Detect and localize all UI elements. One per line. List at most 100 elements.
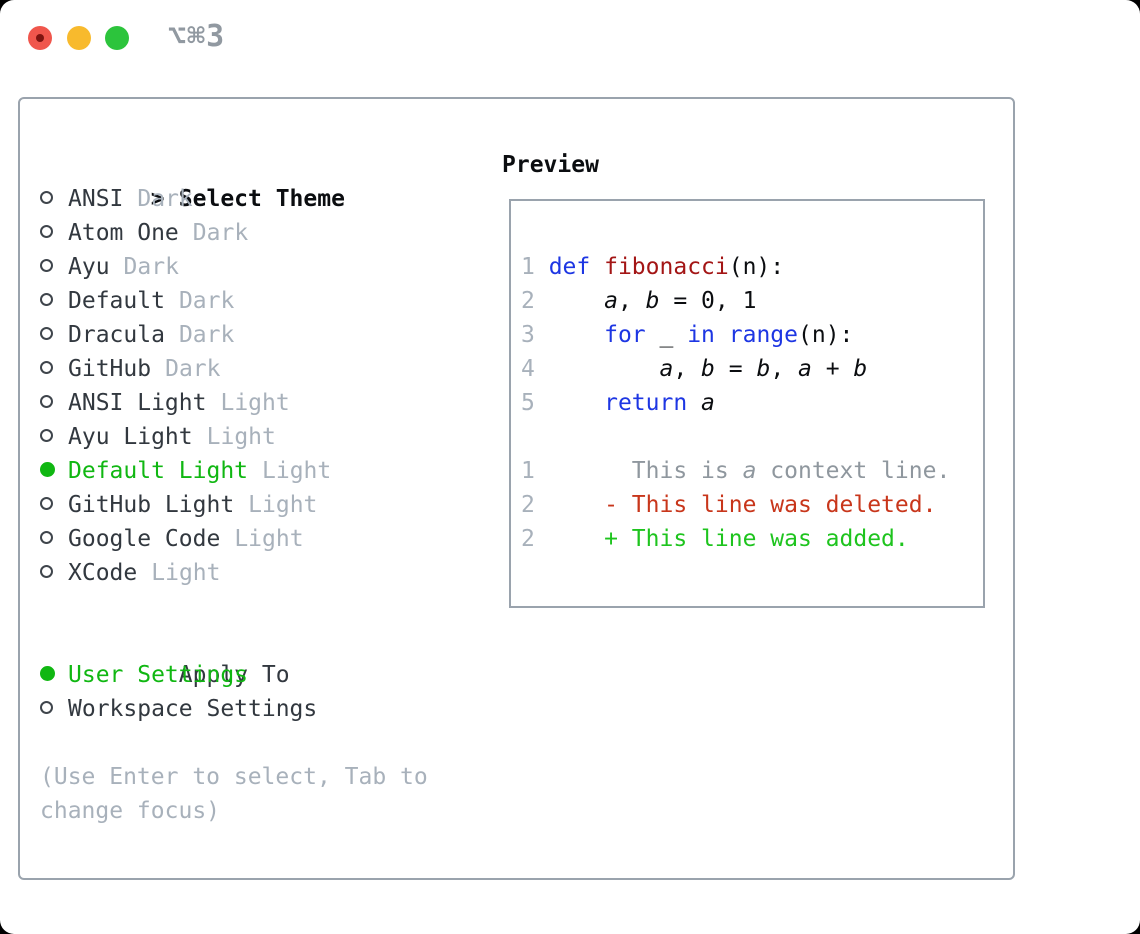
code-segment-fn: fibonacci [604,254,729,280]
code-segment-del: - This line was deleted. [604,492,937,518]
preview-code-line: 5 return a [521,386,950,420]
preview-code-line [521,420,950,454]
code-segment-pl: _ [645,322,688,348]
close-button[interactable] [28,26,52,50]
radio-selected-icon [40,462,55,477]
code-segment-kw: range [728,322,798,348]
code-segment-pl: (n): [728,254,785,280]
code-segment-ln: 3 [521,322,549,348]
option-label: Google Code [68,526,221,552]
radio-unselected-icon [40,225,53,238]
minimize-button[interactable] [67,26,91,50]
theme-option[interactable]: Dracula Dark [40,318,428,352]
option-label: ANSI Light [68,390,207,416]
option-label: Ayu Light [68,424,193,450]
apply-to-option[interactable]: Workspace Settings [40,692,428,726]
code-segment-pl [549,322,604,348]
maximize-button[interactable] [105,26,129,50]
window-title: ⌥⌘3 [168,19,226,54]
theme-variant-tag: Dark [178,322,235,348]
code-segment-pl [549,288,604,314]
code-segment-ctx: context line. [756,458,951,484]
radio-unselected-icon [40,327,53,340]
apply-to-header: Apply To [40,624,428,688]
code-segment-ln: 1 [521,458,549,484]
theme-option[interactable]: Ayu Light Light [40,420,428,454]
code-segment-var: b [853,356,868,382]
help-text-line: (Use Enter to select, Tab to [40,764,428,790]
radio-unselected-icon [40,531,53,544]
option-label: ANSI [68,186,124,212]
code-segment-kw: def [548,254,591,280]
code-segment-pl [590,254,604,280]
code-segment-pl: + [811,356,854,382]
code-segment-pl: , [770,356,799,382]
option-label: GitHub Light [68,492,235,518]
radio-unselected-icon [40,429,53,442]
code-segment-pl [549,526,604,552]
theme-option[interactable]: Default Dark [40,284,428,318]
radio-unselected-icon [40,293,53,306]
apply-to-option[interactable]: User Settings [40,658,428,692]
select-theme-header: >Select Theme [40,148,428,212]
code-segment-pl [549,390,604,416]
radio-unselected-icon [40,565,53,578]
close-button-dot-icon [36,34,44,42]
radio-unselected-icon [40,701,53,714]
preview-code-line: 4 a, b = b, a + b [521,352,950,386]
theme-option[interactable]: ANSI Dark [40,182,428,216]
radio-unselected-icon [40,191,53,204]
theme-variant-tag: Dark [178,288,235,314]
option-label: GitHub [68,356,152,382]
code-segment-kw: return [604,390,688,416]
option-label: User Settings [68,662,249,688]
option-label: Workspace Settings [68,696,318,722]
theme-variant-tag: Light [206,424,276,450]
option-label: Default [68,288,165,314]
preview-code-line: 2 - This line was deleted. [521,488,950,522]
code-segment-var: b [701,356,715,382]
preview-code-line: 1 def fibonacci(n): [521,250,950,284]
code-segment-pl [549,492,604,518]
code-segment-ln: 1 [521,254,549,280]
spacer-row [40,726,428,760]
code-segment-var: b [756,356,771,382]
preview-code-line: 2 + This line was added. [521,522,950,556]
code-segment-pl: (n): [798,322,854,348]
preview-code-line: 3 for _ in range(n): [521,318,950,352]
code-segment-pl [687,390,701,416]
radio-selected-icon [40,666,55,681]
apply-to-title: Apply To [178,662,290,688]
code-segment-var: a [798,356,812,382]
help-text-line: change focus) [40,798,221,824]
code-segment-pl: , [617,288,646,314]
code-segment-pl: = 0, 1 [659,288,757,314]
option-label: Dracula [68,322,165,348]
code-segment-kw: for [604,322,646,348]
theme-variant-tag: Dark [123,254,179,280]
theme-variant-tag: Light [262,458,332,484]
prompt-icon: > [150,186,165,212]
radio-unselected-icon [40,497,53,510]
preview-code-line: 1 This is a context line. [521,454,950,488]
theme-variant-tag: Light [151,560,221,586]
code-segment-ln: 4 [521,356,549,382]
theme-variant-tag: Dark [137,186,193,212]
code-segment-pl: = [714,356,757,382]
code-segment-ln: 2 [521,288,549,314]
code-segment-ctx: This is [548,458,743,484]
code-segment-pl [549,356,660,382]
code-segment-ln: 5 [521,390,549,416]
